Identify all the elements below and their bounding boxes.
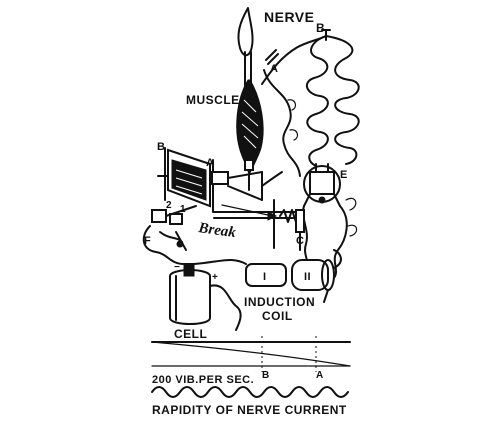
coil-two-label: II [304, 271, 311, 283]
plus-sign: + [212, 272, 218, 283]
label-a-trace: A [316, 370, 324, 381]
trace-region [151, 336, 351, 398]
label-f: F [144, 235, 151, 247]
recording-drum [157, 147, 283, 213]
label-2: 2 [166, 200, 172, 211]
break-label: Break [196, 220, 237, 241]
nerve-hook [237, 7, 254, 91]
breaker-c [273, 199, 305, 251]
label-1: 1 [180, 204, 186, 215]
cell-battery [169, 263, 242, 331]
minus-sign: − [174, 262, 180, 273]
label-b-top: B [316, 21, 325, 35]
label-e: E [340, 169, 348, 181]
coil-spring-right [305, 29, 360, 167]
coil-one-label: I [263, 271, 267, 283]
rapidity-label: RAPIDITY OF NERVE CURRENT [152, 403, 347, 417]
label-a-nerve: A [270, 63, 278, 75]
cell-label: CELL [174, 327, 207, 341]
label-a-drum: A [206, 157, 214, 169]
muscle-label: MUSCLE [186, 93, 240, 107]
label-b-drum: B [157, 141, 165, 153]
key-f [142, 205, 197, 265]
induction-coil [193, 249, 342, 303]
nerve-label: NERVE [264, 9, 314, 25]
label-b-trace: B [262, 370, 270, 381]
label-c: C [296, 235, 304, 247]
nerve-wire [261, 35, 327, 177]
electrode-e [303, 163, 341, 207]
coil-label: COIL [262, 309, 293, 323]
induction-label: INDUCTION [244, 295, 315, 309]
vib-label: 200 VIB.PER SEC. [152, 374, 254, 386]
